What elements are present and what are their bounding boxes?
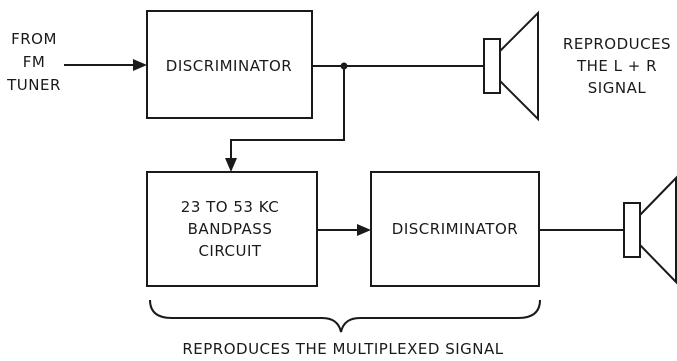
bandpass-label-line-2: BANDPASS	[188, 220, 273, 238]
bottom-speaker-icon	[623, 175, 677, 285]
bandpass-label-line-1: 23 TO 53 KC	[181, 198, 279, 216]
bandpass-label-line-3: CIRCUIT	[198, 242, 261, 260]
input-label: FROM FM TUNER	[6, 30, 61, 94]
top-speaker-icon	[483, 10, 539, 122]
top-caption-line-1: REPRODUCES	[563, 35, 671, 53]
top-speaker-caption: REPRODUCES THE L + R SIGNAL	[563, 35, 671, 97]
input-arrow	[64, 59, 147, 71]
filter-to-discriminator-arrow	[317, 224, 371, 236]
bottom-discriminator-label: DISCRIMINATOR	[392, 220, 518, 238]
top-caption-line-2: THE L + R	[576, 57, 657, 75]
input-label-line-3: TUNER	[6, 76, 61, 94]
top-discriminator-block: DISCRIMINATOR	[146, 10, 313, 119]
top-discriminator-label: DISCRIMINATOR	[166, 57, 292, 75]
top-caption-line-3: SIGNAL	[588, 79, 647, 97]
grouping-brace	[149, 299, 541, 333]
input-label-line-2: FM	[23, 53, 46, 71]
branch-arrow	[225, 66, 345, 172]
bottom-discriminator-block: DISCRIMINATOR	[370, 171, 540, 287]
bottom-caption: REPRODUCES THE MULTIPLEXED SIGNAL	[182, 340, 503, 358]
input-label-line-1: FROM	[11, 30, 57, 48]
bandpass-circuit-block: 23 TO 53 KC BANDPASS CIRCUIT	[146, 171, 318, 287]
